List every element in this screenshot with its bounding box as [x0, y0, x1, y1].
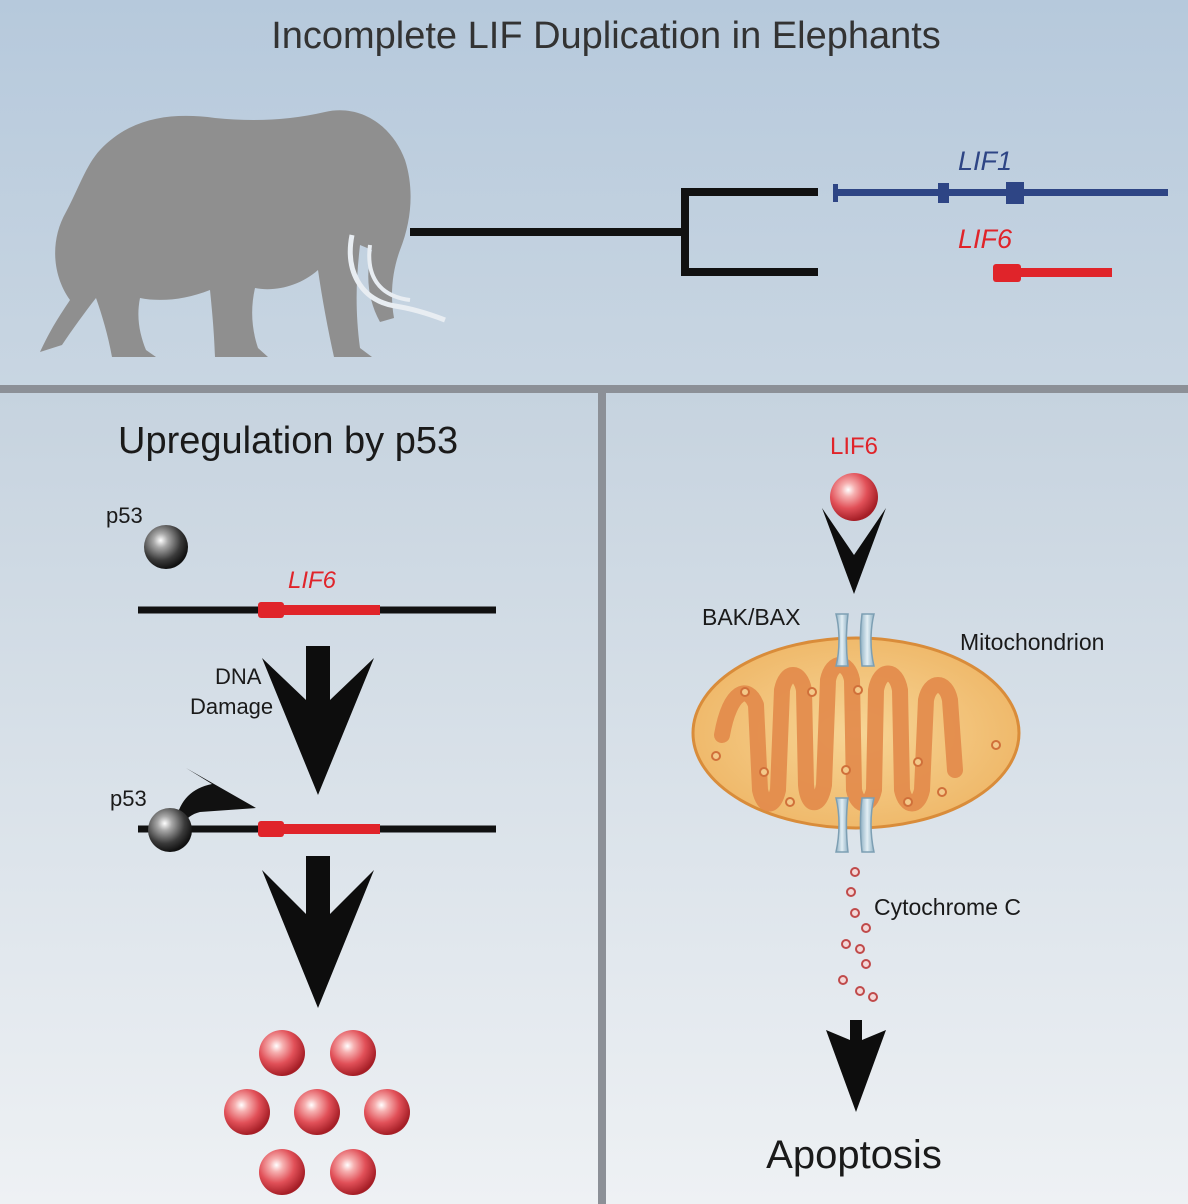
mitochondrion	[691, 636, 1021, 830]
lif1-label: LIF1	[958, 146, 1012, 176]
lif6-gene-segment	[258, 602, 380, 618]
p53-protein	[144, 525, 188, 569]
top-panel-title: Incomplete LIF Duplication in Elephants	[271, 15, 941, 57]
vertical-divider	[598, 393, 606, 1204]
lif6-protein	[224, 1089, 270, 1135]
dna-damage-label-line1: DNA	[215, 664, 262, 689]
apoptosis-label: Apoptosis	[766, 1133, 942, 1177]
bak-bax-pore-bottom	[835, 797, 875, 853]
lif6-protein	[259, 1149, 305, 1195]
down-arrow	[262, 856, 374, 1008]
matrix-particles	[711, 685, 1001, 807]
down-arrow	[826, 1020, 886, 1112]
cytochrome-c-label: Cytochrome C	[874, 894, 1021, 920]
bak-bax-pore-top	[835, 613, 875, 667]
bak-bax-label: BAK/BAX	[702, 604, 800, 630]
lif6-protein	[830, 473, 878, 521]
p53-label-top: p53	[106, 503, 143, 528]
bottom-panel-background	[0, 392, 1188, 1204]
left-panel-title: Upregulation by p53	[118, 420, 458, 462]
tree-branch	[681, 188, 818, 276]
lif1-gene	[833, 182, 1168, 204]
lif6-label-top: LIF6	[958, 224, 1013, 254]
elephant-tusk	[367, 244, 411, 302]
lif6-protein-cluster	[224, 1030, 410, 1195]
lif6-protein	[330, 1149, 376, 1195]
down-arrow	[822, 508, 886, 594]
mitochondrion-label: Mitochondrion	[960, 629, 1104, 655]
lif6-protein-label: LIF6	[830, 433, 878, 460]
down-arrow	[262, 646, 374, 795]
transcription-start-arrow	[176, 768, 256, 826]
lif6-protein	[330, 1030, 376, 1076]
p53-protein-bound	[148, 808, 192, 852]
elephant-silhouette	[40, 110, 411, 357]
elephant-tusk	[347, 234, 446, 323]
lif6-gene-label: LIF6	[288, 567, 337, 594]
p53-label-bound: p53	[110, 786, 147, 811]
dna-damage-label-line2: Damage	[190, 694, 273, 719]
lif6-gene-segment	[258, 821, 380, 837]
lif6-gene	[993, 264, 1112, 282]
lif6-protein	[259, 1030, 305, 1076]
lif6-protein	[364, 1089, 410, 1135]
horizontal-divider	[0, 385, 1188, 393]
lif6-protein	[294, 1089, 340, 1135]
cytochrome-c-particles	[838, 867, 878, 1002]
